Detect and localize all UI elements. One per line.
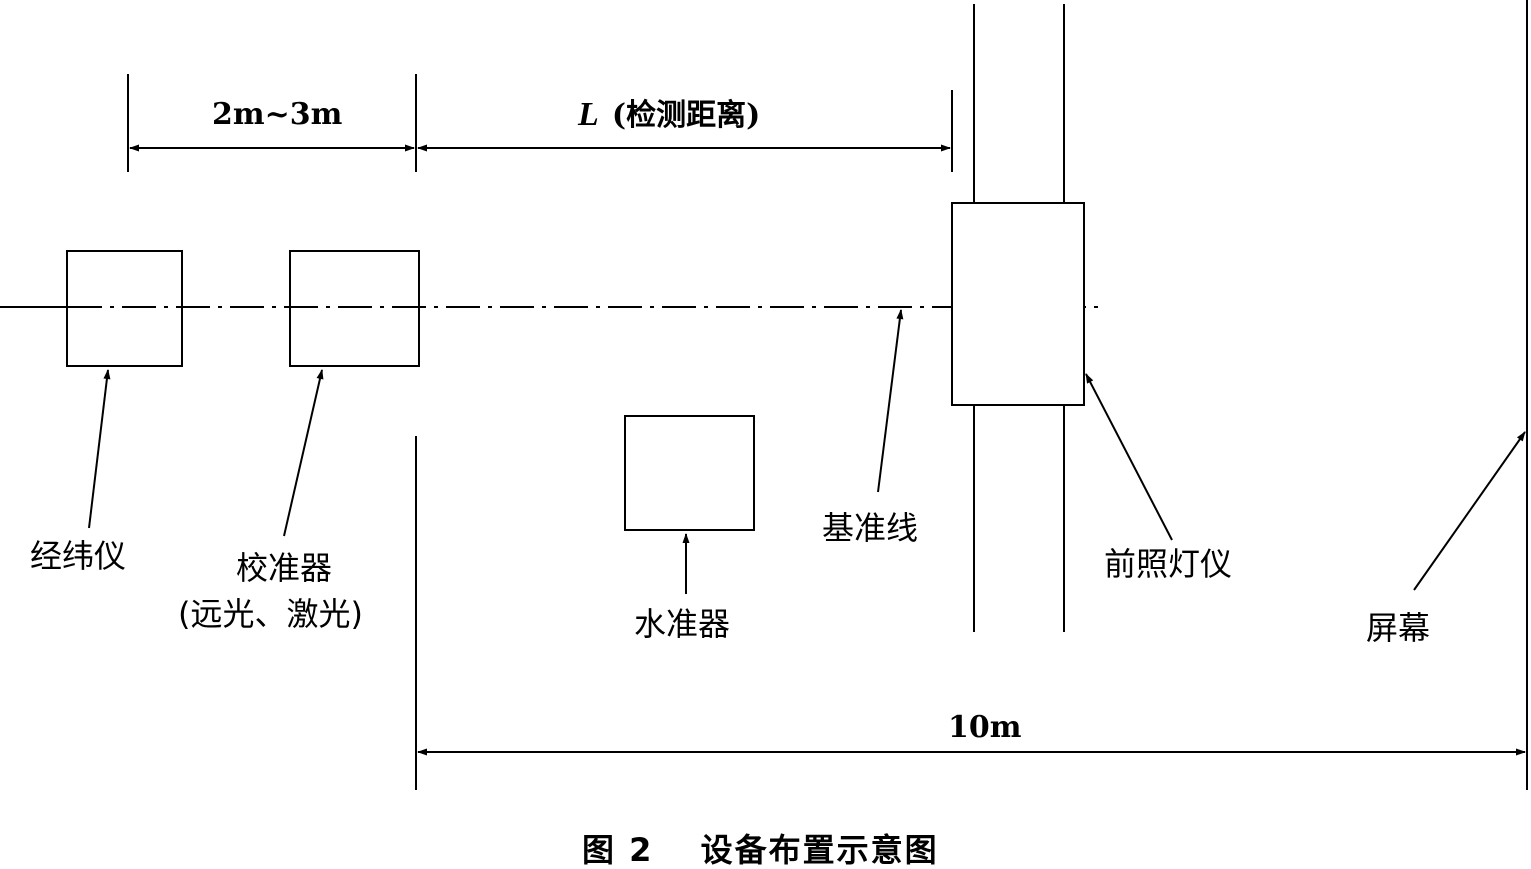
- leader-reference-line: [877, 309, 904, 493]
- headlamp-tester-box: [951, 202, 1085, 406]
- leader-screen: [1413, 431, 1526, 591]
- calibrator-note-label: (远光、激光): [178, 595, 363, 633]
- detection-distance-symbol: L: [578, 96, 599, 133]
- screen-label: 屏幕: [1366, 609, 1431, 647]
- calibrator-label: 校准器: [236, 549, 333, 587]
- detection-distance-label: L (检测距离): [578, 98, 760, 132]
- theodolite-box: [66, 250, 183, 367]
- leader-theodolite: [88, 369, 111, 529]
- figure-caption: 图 2 设备布置示意图: [582, 834, 939, 866]
- total-length-label: 10m: [948, 710, 1022, 745]
- figure-title: 设备布置示意图: [700, 831, 939, 869]
- calibrator-box: [289, 250, 420, 367]
- leader-calibrator: [283, 369, 324, 537]
- leader-headlamp: [1085, 373, 1173, 541]
- level-box: [624, 415, 755, 531]
- detection-distance-text: (检测距离): [611, 98, 761, 133]
- gap-dimension-label: 2m~3m: [212, 97, 343, 132]
- reference-line-label: 基准线: [822, 509, 919, 547]
- figure-number: 图 2: [582, 831, 654, 869]
- theodolite-label: 经纬仪: [30, 537, 127, 575]
- headlamp-tester-label: 前照灯仪: [1104, 545, 1233, 583]
- level-label: 水准器: [634, 605, 731, 643]
